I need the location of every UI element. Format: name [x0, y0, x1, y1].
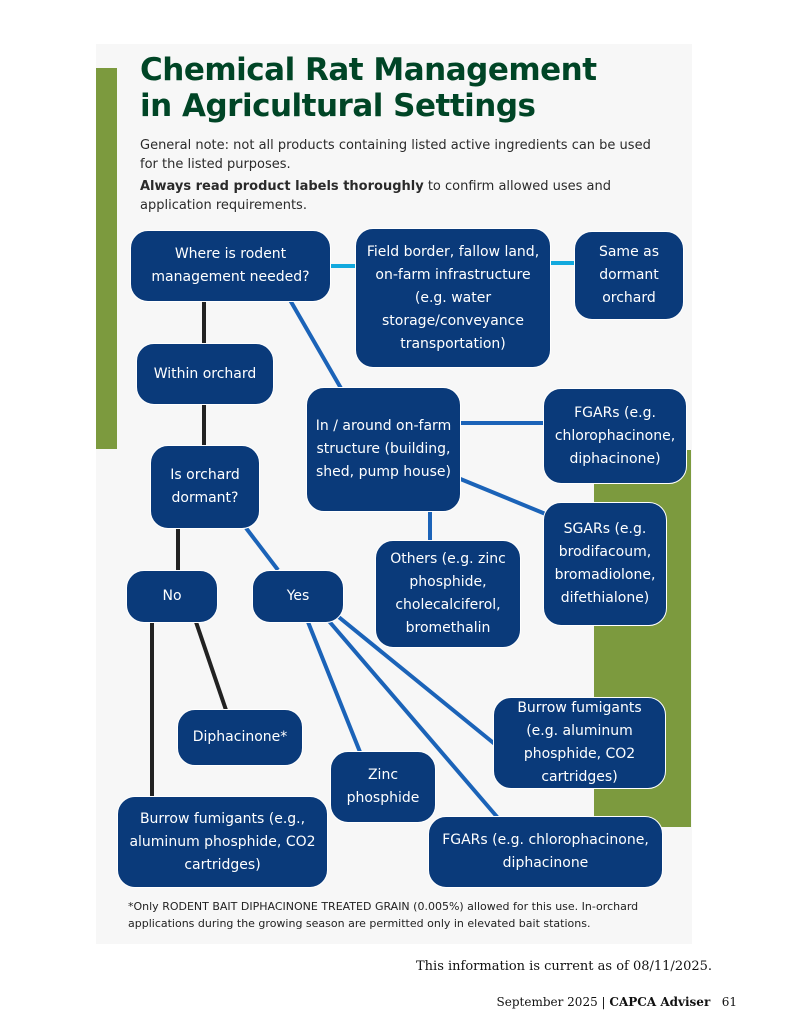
accent-bar-left [96, 68, 117, 449]
node-sgars: SGARs (e.g. brodifacoum, bromadiolone, d… [543, 502, 667, 626]
general-note: General note: not all products containin… [140, 138, 651, 172]
footer-page-number: 61 [721, 995, 737, 1009]
label-note-rest: to confirm allowed uses and application … [140, 179, 611, 213]
page-footer: September 2025 | CAPCA Adviser 61 [497, 995, 737, 1009]
node-field-border: Field border, fallow land, on-farm infra… [355, 228, 551, 368]
link-where-structure [288, 298, 344, 392]
link-yes-fgars [326, 618, 500, 820]
node-where-needed: Where is rodent management needed? [130, 230, 331, 302]
node-yes: Yes [252, 570, 344, 623]
node-diphacinone: Diphacinone* [177, 709, 303, 766]
footer-month: September 2025 | [496, 995, 610, 1009]
current-as-of: This information is current as of 08/11/… [416, 959, 713, 974]
node-others: Others (e.g. zinc phosphide, cholecalcif… [375, 540, 521, 648]
node-fgars-structure: FGARs (e.g. chlorophacinone, diphacinone… [543, 388, 687, 484]
node-is-orchard-dormant: Is orchard dormant? [150, 445, 260, 529]
node-burrow-fumigants-yes: Burrow fumigants (e.g. aluminum phosphid… [493, 697, 666, 789]
node-no: No [126, 570, 218, 623]
link-structure-sgars [457, 476, 549, 517]
link-no-diphacinone [194, 621, 228, 711]
footer-publication: CAPCA Adviser [609, 995, 711, 1009]
node-fgars-yes: FGARs (e.g. chlorophacinone, diphacinone [428, 816, 663, 888]
title-line-1: Chemical Rat Management [140, 52, 597, 88]
title-line-2: in Agricultural Settings [140, 88, 536, 124]
link-dormant-yes [244, 526, 280, 572]
node-in-around-structure: In / around on-farm structure (building,… [306, 387, 461, 512]
link-yes-zinc [306, 621, 362, 753]
node-zinc-phosphide: Zinc phosphide [330, 751, 436, 823]
footnote: *Only RODENT BAIT DIPHACINONE TREATED GR… [128, 900, 639, 930]
node-burrow-fumigants-no: Burrow fumigants (e.g., aluminum phosphi… [117, 796, 328, 888]
page-title: Chemical Rat Management in Agricultural … [140, 52, 685, 124]
link-yes-burrow [333, 612, 498, 747]
label-note: Always read product labels thoroughly to… [140, 177, 660, 215]
node-within-orchard: Within orchard [136, 343, 274, 405]
label-note-bold: Always read product labels thoroughly [140, 179, 424, 194]
node-same-as-dormant: Same as dormant orchard [574, 231, 684, 320]
